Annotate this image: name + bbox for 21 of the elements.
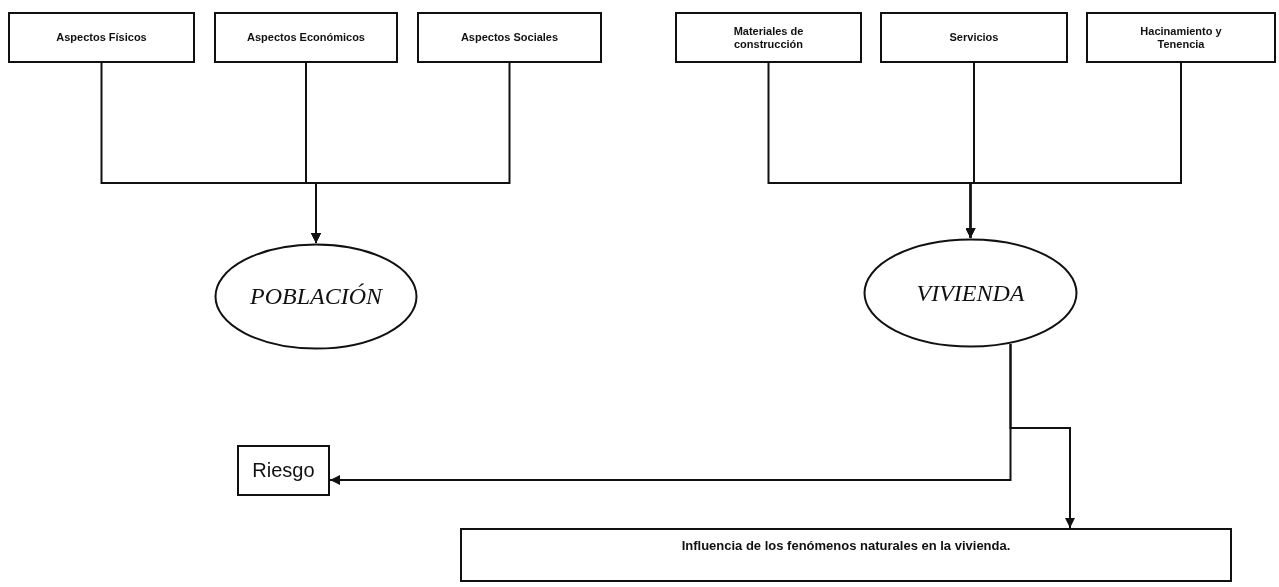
node-label: Aspectos Sociales xyxy=(460,31,559,44)
node-label: Servicios xyxy=(949,31,999,44)
node-label: Influencia de los fenómenos naturales en la vivienda. xyxy=(681,538,1011,553)
node-label: Aspectos Físicos xyxy=(56,31,147,44)
text-box xyxy=(417,12,602,63)
text-box xyxy=(460,528,1232,582)
text-box xyxy=(675,12,862,63)
node-label: Hacinamiento y Tenencia xyxy=(1139,25,1223,50)
node-label: Aspectos Económicos xyxy=(247,31,365,44)
node-label: Materiales de construcción xyxy=(732,25,805,50)
connector-arrow xyxy=(311,62,511,244)
text-box xyxy=(1086,12,1276,63)
connector-arrow xyxy=(965,62,1182,239)
node-label: VIVIENDA xyxy=(916,279,1025,307)
connector-arrow xyxy=(1009,343,1075,529)
text-box xyxy=(214,12,398,63)
text-box xyxy=(8,12,195,63)
text-box xyxy=(880,12,1068,63)
node-label: POBLACIÓN xyxy=(250,283,382,310)
text-box xyxy=(237,445,330,496)
node-label: Riesgo xyxy=(252,459,315,482)
